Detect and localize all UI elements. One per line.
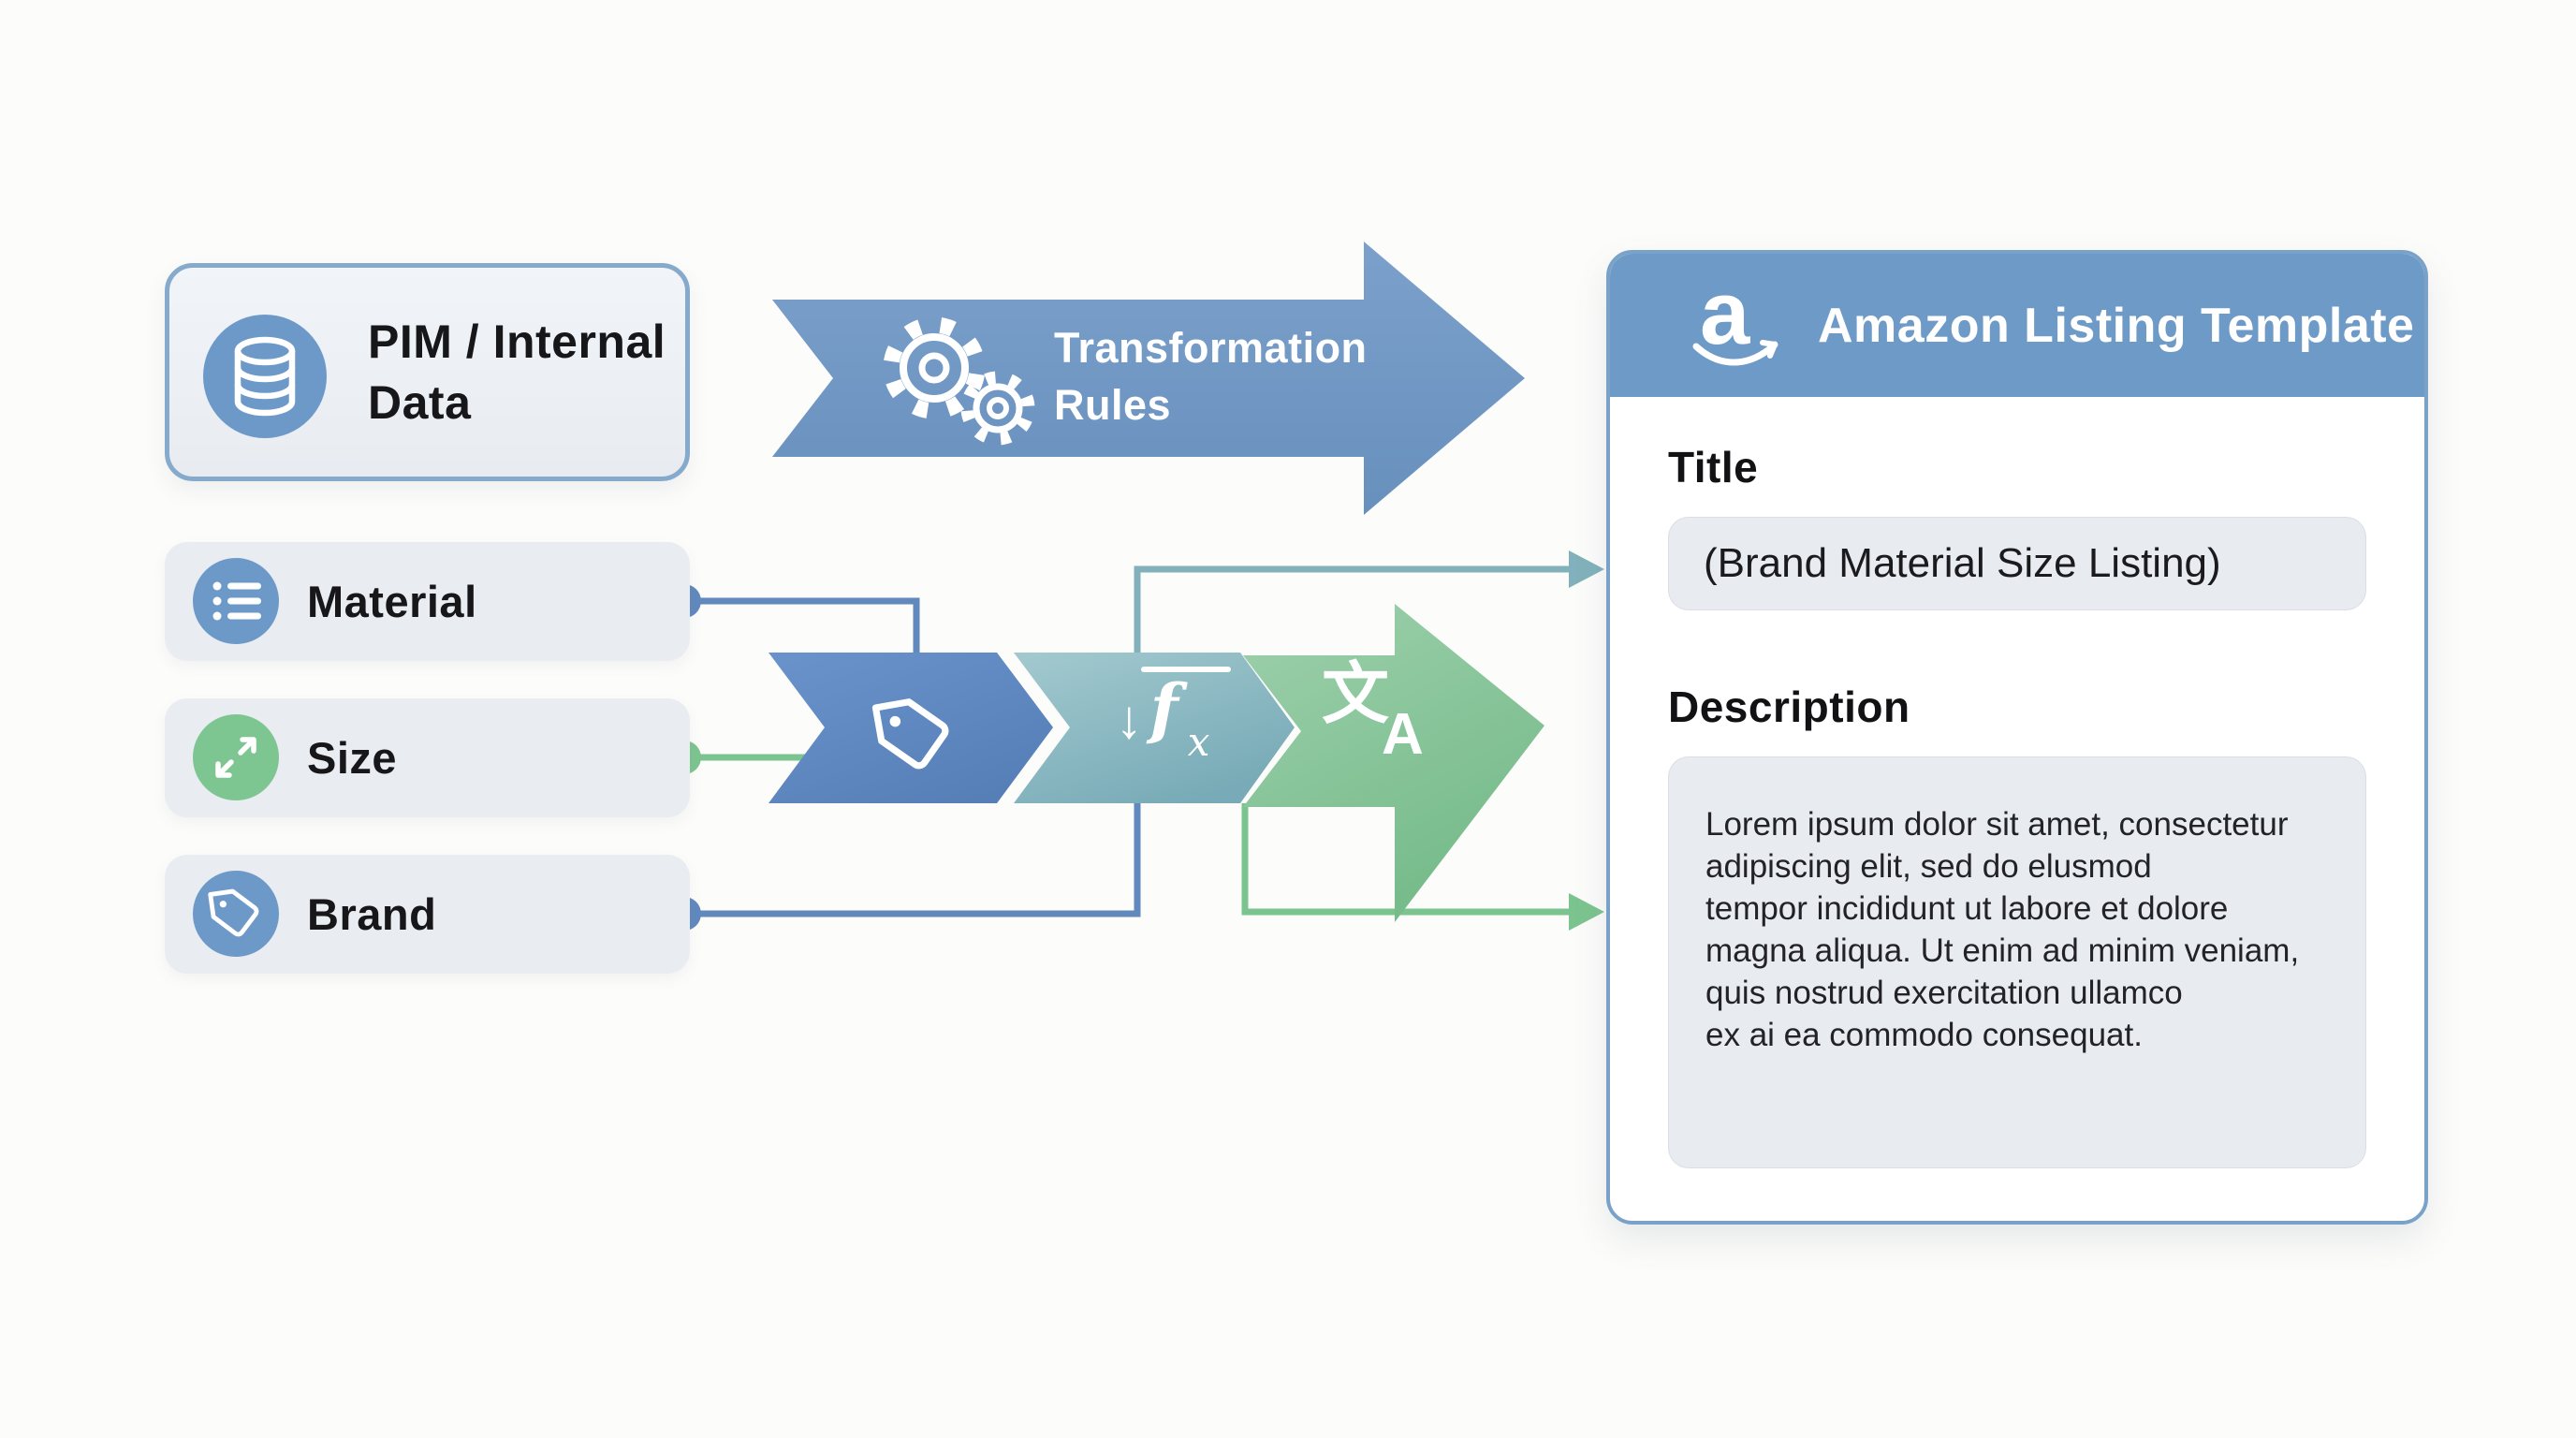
description-line: magna aliqua. Ut enim ad minim veniam, (1705, 932, 2300, 969)
attribute-label-brand: Brand (307, 889, 437, 939)
connector-material (667, 584, 920, 660)
database-icon-badge (203, 315, 327, 438)
pim-source-box: PIM / Internal Data (165, 263, 690, 481)
card-header: a Amazon Listing Template (1610, 254, 2424, 397)
transformation-rules-label: Transformation Rules (1054, 324, 1368, 429)
title-field-value: (Brand Material Size Listing) (1704, 540, 2221, 586)
description-line: tempor incididunt ut labore et dolore (1705, 890, 2229, 927)
amazon-logo-letter: a (1700, 262, 1750, 363)
description-line: ex ai ea commodo consequat. (1705, 1017, 2143, 1053)
attribute-label-size: Size (307, 733, 398, 783)
card-header-title: Amazon Listing Template (1818, 298, 2415, 353)
translate-cjk-glyph: 文 (1322, 657, 1390, 732)
description-field-label: Description (1668, 682, 1910, 731)
database-icon (234, 336, 296, 417)
resize-icon-badge (193, 714, 279, 800)
description-line: quis nostrud exercitation ullamco (1705, 975, 2183, 1011)
list-icon (212, 581, 261, 621)
description-line: Lorem ipsum dolor sit amet, consectetur (1705, 806, 2289, 843)
translate-icon: 文 A (1318, 661, 1458, 801)
title-field: (Brand Material Size Listing) (1668, 517, 2366, 610)
tag-icon-badge (193, 871, 279, 957)
pipeline-step-translate-shape (1243, 604, 1544, 922)
amazon-logo: a (1690, 263, 1780, 380)
attribute-box-brand: Brand (165, 855, 690, 974)
pipeline-step-function-shape (1014, 653, 1295, 803)
attribute-box-material: Material (165, 542, 690, 661)
resize-arrows-icon (215, 737, 256, 778)
fx-letter-f: f (1140, 667, 1231, 744)
fx-letter-x: x (1187, 719, 1210, 765)
down-arrow-icon: ↓ (1115, 689, 1143, 750)
function-fx-icon: ↓ f x (1078, 667, 1247, 798)
title-field-label: Title (1668, 443, 1759, 492)
transformation-arrow-shape (772, 242, 1525, 515)
attribute-label-material: Material (307, 577, 477, 626)
pipeline-step-tag-shape (768, 653, 1053, 803)
card-body: Title (Brand Material Size Listing) Desc… (1610, 397, 2424, 1168)
description-field: Lorem ipsum dolor sit amet, consectetur … (1668, 756, 2366, 1168)
description-line: adipiscing elit, sed do elusmod (1705, 848, 2152, 885)
amazon-listing-template-card: a Amazon Listing Template Title (Brand M… (1606, 250, 2428, 1225)
pim-source-label: PIM / Internal Data (368, 315, 666, 429)
attribute-box-size: Size (165, 698, 690, 817)
list-icon-badge (193, 558, 279, 644)
gears-icon (883, 316, 1035, 446)
translate-latin-glyph: A (1382, 702, 1424, 767)
amazon-smile-icon (1692, 339, 1778, 365)
tag-icon (208, 888, 259, 937)
tag-icon-step (871, 698, 949, 770)
connector-to-description (1241, 803, 1604, 931)
